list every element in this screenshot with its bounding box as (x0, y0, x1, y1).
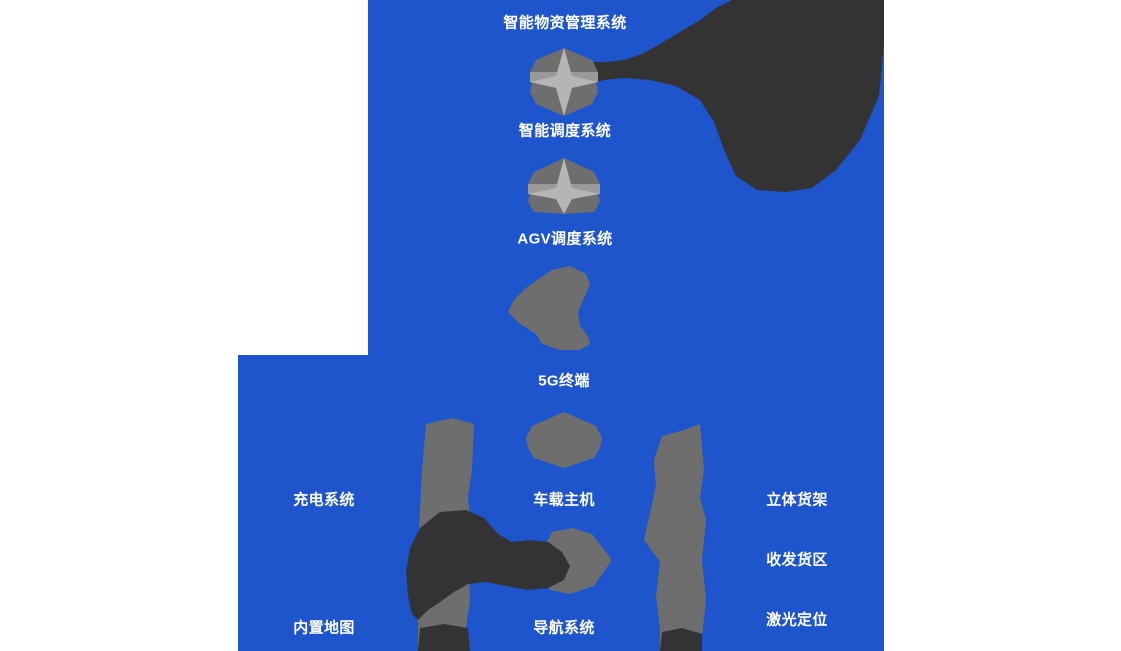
label-smart-material-management[interactable]: 智能物资管理系统 (503, 14, 627, 32)
label-vehicle-host[interactable]: 车载主机 (533, 491, 595, 509)
hex-5g-icon (526, 412, 602, 468)
hex-star-top-icon (530, 48, 598, 116)
label-navigation-system[interactable]: 导航系统 (533, 619, 595, 637)
label-receiving-shipping-area[interactable]: 收发货区 (766, 551, 828, 569)
label-stereo-rack[interactable]: 立体货架 (766, 491, 828, 509)
label-smart-dispatch[interactable]: 智能调度系统 (518, 122, 612, 140)
column-foot-right (660, 628, 702, 651)
label-agv-dispatch[interactable]: AGV调度系统 (517, 230, 613, 248)
label-5g-terminal[interactable]: 5G终端 (538, 372, 590, 390)
label-builtin-map[interactable]: 内置地图 (293, 619, 355, 637)
gray-column-right (644, 424, 706, 651)
label-laser-positioning[interactable]: 激光定位 (766, 611, 828, 629)
column-foot-left (418, 624, 470, 651)
blob-agv-icon (508, 266, 590, 350)
dark-mass-top (559, 0, 884, 192)
dark-mass-bottom (406, 510, 570, 620)
label-charging-system[interactable]: 充电系统 (293, 491, 355, 509)
hex-star-mid-icon (528, 158, 600, 214)
